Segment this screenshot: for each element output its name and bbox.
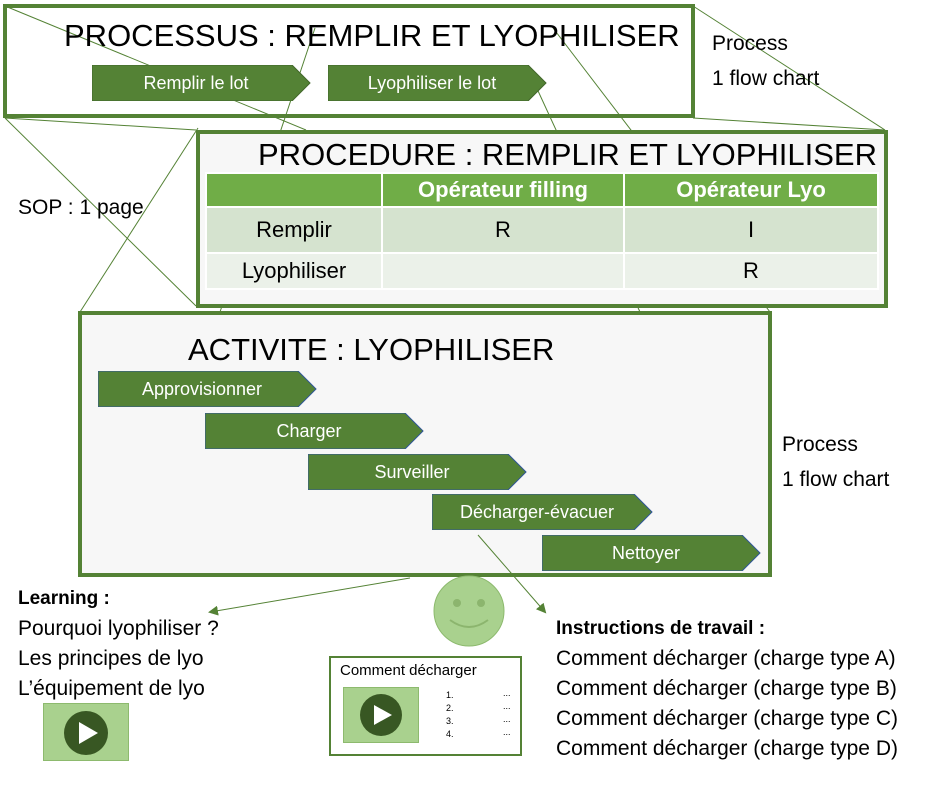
activite-title: ACTIVITE : LYOPHILISER	[188, 332, 555, 367]
activite-note-line1: Process	[782, 433, 858, 456]
doc-card[interactable]: Comment décharger 1. 2. 3. 4. ... ... ..…	[329, 656, 522, 756]
table-header-row: Opérateur filling Opérateur Lyo	[205, 172, 879, 208]
step-lyophiliser-le-lot[interactable]: Lyophiliser le lot	[328, 65, 548, 101]
doc-card-list-item: 2.	[446, 703, 454, 713]
play-icon	[64, 711, 108, 755]
instruction-item: Comment décharger (charge type B)	[556, 677, 897, 700]
step-decharger-evacuer[interactable]: Décharger-évacuer	[432, 494, 654, 530]
step-label: Décharger-évacuer	[459, 501, 615, 522]
step-label: Approvisionner	[141, 378, 263, 399]
doc-card-list-item: 4.	[446, 729, 454, 739]
doc-card-dots: ...	[503, 714, 511, 724]
play-icon	[360, 694, 402, 736]
learning-item: L’équipement de lyo	[18, 677, 205, 700]
table-cell: I	[623, 206, 879, 254]
processus-note-line2: 1 flow chart	[712, 67, 820, 90]
doc-card-list-item: 1.	[446, 690, 454, 700]
doc-card-dots: ...	[503, 701, 511, 711]
processus-note-line1: Process	[712, 32, 788, 55]
learning-item: Les principes de lyo	[18, 647, 204, 670]
learning-video[interactable]	[43, 703, 129, 761]
learning-item: Pourquoi lyophiliser ?	[18, 617, 219, 640]
step-label: Remplir le lot	[143, 72, 249, 93]
step-surveiller[interactable]: Surveiller	[308, 454, 528, 490]
step-label: Charger	[276, 420, 342, 441]
step-nettoyer[interactable]: Nettoyer	[542, 535, 762, 571]
table-cell: Lyophiliser	[205, 252, 383, 290]
step-label: Nettoyer	[611, 542, 681, 563]
raci-table: Opérateur filling Opérateur Lyo Remplir …	[205, 172, 879, 290]
processus-title: PROCESSUS : REMPLIR ET LYOPHILISER	[64, 18, 680, 53]
step-charger[interactable]: Charger	[205, 413, 425, 449]
table-cell: Remplir	[205, 206, 383, 254]
step-approvisionner[interactable]: Approvisionner	[98, 371, 318, 407]
procedure-note: SOP : 1 page	[18, 196, 144, 219]
step-label: Lyophiliser le lot	[367, 72, 497, 93]
doc-card-list-item: 3.	[446, 716, 454, 726]
step-label: Surveiller	[374, 461, 450, 482]
doc-card-dots: ...	[503, 688, 511, 698]
table-cell: R	[623, 252, 879, 290]
table-cell: R	[381, 206, 625, 254]
processus-frame	[3, 4, 695, 118]
learning-heading: Learning :	[18, 588, 110, 609]
step-remplir-le-lot[interactable]: Remplir le lot	[92, 65, 312, 101]
instruction-item: Comment décharger (charge type A)	[556, 647, 896, 670]
smiley-icon	[433, 575, 505, 647]
table-header-cell: Opérateur filling	[381, 172, 625, 208]
table-header-cell: Opérateur Lyo	[623, 172, 879, 208]
doc-card-title: Comment décharger	[340, 662, 477, 679]
table-cell	[381, 252, 625, 290]
table-row: Lyophiliser R	[205, 252, 879, 290]
activite-note-line2: 1 flow chart	[782, 468, 890, 491]
activite-frame	[78, 311, 772, 577]
table-header-cell	[205, 172, 383, 208]
procedure-title: PROCEDURE : REMPLIR ET LYOPHILISER	[258, 137, 878, 172]
doc-card-dots: ...	[503, 727, 511, 737]
doc-card-video[interactable]	[343, 687, 419, 743]
instruction-item: Comment décharger (charge type D)	[556, 737, 898, 760]
instruction-item: Comment décharger (charge type C)	[556, 707, 898, 730]
table-row: Remplir R I	[205, 206, 879, 254]
instructions-heading: Instructions de travail :	[556, 618, 766, 639]
